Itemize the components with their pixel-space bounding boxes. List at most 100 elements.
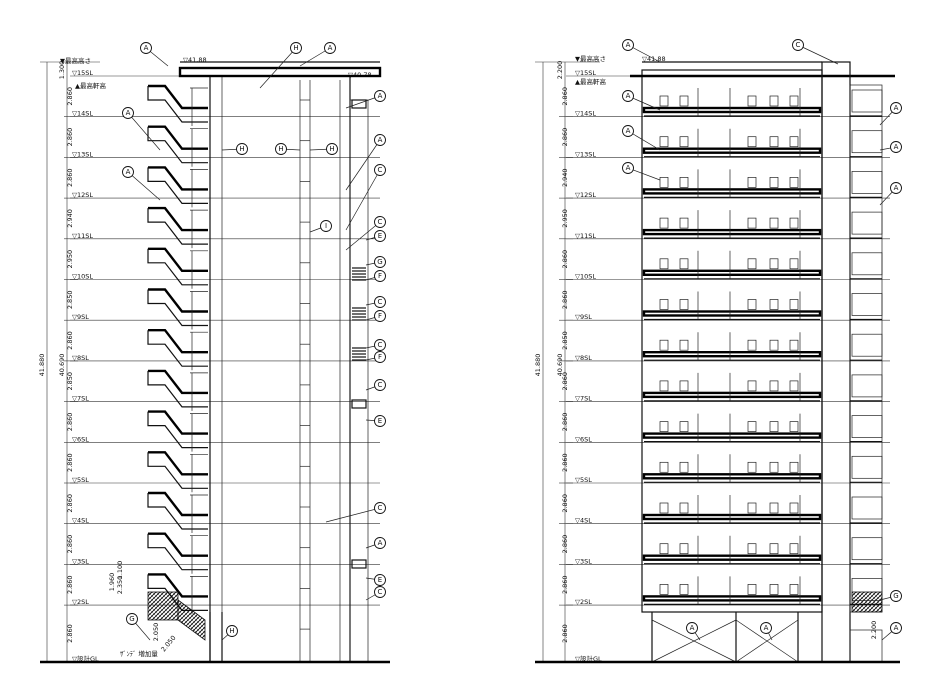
level-label: ▽15SL	[72, 69, 93, 77]
balcony-rail	[148, 84, 208, 110]
callout-tag: A	[299, 42, 336, 67]
left-stair-dim-5: 2.050	[159, 634, 177, 653]
floor-dim: 2.860	[561, 250, 569, 269]
callout-letter: A	[378, 539, 383, 547]
callout-letter: C	[378, 166, 383, 174]
callout-letter: C	[378, 588, 383, 596]
window	[789, 258, 799, 270]
level-label: ▽4SL	[72, 517, 89, 525]
callout-letter: A	[626, 127, 631, 135]
window	[659, 217, 669, 229]
window	[659, 502, 669, 514]
balcony-slab	[147, 208, 208, 245]
window	[659, 299, 669, 310]
callout-letter: A	[626, 164, 631, 172]
balcony-band	[642, 228, 822, 236]
level-label: ▽3SL	[575, 557, 592, 565]
left-stair-dim-4: 2.050	[152, 623, 160, 642]
vent-box	[351, 559, 367, 569]
callout-letter: F	[378, 312, 382, 320]
callout-leader	[797, 44, 839, 65]
core-opening	[851, 455, 883, 479]
callout-circle	[792, 39, 804, 51]
callout-circle	[226, 625, 238, 637]
window	[789, 584, 799, 595]
balcony-slab	[147, 86, 208, 123]
callout-circle	[275, 143, 287, 155]
window	[769, 95, 779, 107]
callout-letter: H	[293, 44, 298, 52]
core-opening	[851, 496, 883, 520]
left-total-dim-1: 41.880	[38, 354, 46, 377]
floor-dim: 2.850	[66, 372, 74, 391]
floor-dim: 2.860	[561, 87, 569, 106]
right-max-height-label: ▼最高高さ	[575, 54, 606, 63]
callout-tag: A	[881, 622, 902, 641]
window	[659, 95, 669, 107]
callout-tag: C	[365, 339, 386, 351]
window	[769, 461, 779, 473]
callout-circle	[374, 270, 386, 282]
window	[769, 339, 779, 351]
callout-letter: H	[329, 145, 334, 153]
window	[679, 421, 689, 432]
callout-tag: E	[365, 574, 386, 586]
callout-tag: A	[365, 537, 386, 549]
callout-circle	[890, 141, 902, 153]
left-stair-dim-3: 1.100	[116, 561, 124, 580]
level-label: ▽設計GL	[575, 654, 602, 663]
balcony-rail	[148, 410, 208, 435]
callout-circle	[374, 134, 386, 146]
callout-letter: C	[378, 341, 383, 349]
core-opening	[851, 89, 883, 113]
callout-circle	[890, 590, 902, 602]
callout-circle	[890, 622, 902, 634]
right-elevation: ▼最高高さ ▲最高軒高 ▽41.88 41.880 40.690 2.200 2…	[534, 39, 902, 664]
level-label: ▽8SL	[575, 354, 592, 362]
callout-tag: H	[259, 42, 302, 89]
callout-letter: G	[377, 258, 382, 266]
callout-letter: A	[626, 92, 631, 100]
callout-circle	[324, 42, 336, 54]
balcony-band	[642, 473, 822, 480]
callout-circle	[374, 90, 386, 102]
callout-letter: A	[144, 44, 149, 52]
window	[679, 584, 689, 595]
callout-circle	[122, 107, 134, 119]
callout-letter: C	[378, 504, 383, 512]
right-levels: ▽15SL▽14SL2.860▽13SL2.860▽12SL2.940▽11SL…	[559, 69, 890, 663]
core-opening	[851, 130, 883, 154]
callout-leader	[325, 507, 381, 523]
window	[769, 299, 779, 310]
right-total-dim-1: 41.880	[534, 354, 542, 377]
callout-circle	[126, 613, 138, 625]
balcony-rail	[148, 491, 208, 517]
window	[747, 299, 757, 310]
floor-dim: 2.860	[561, 624, 569, 643]
callout-letter: A	[764, 624, 769, 632]
left-total-dim-2: 40.690	[58, 354, 66, 377]
level-label: ▽15SL	[575, 69, 596, 77]
window	[679, 543, 689, 555]
level-label: ▽14SL	[575, 110, 596, 118]
left-elevation: ▼最高高さ ▲最高軒高 ▽41.88 ▽40.78 41.880 40.690 …	[38, 42, 390, 664]
balcony-band	[642, 106, 822, 114]
balcony-slab	[147, 533, 208, 571]
window	[679, 95, 689, 107]
window	[789, 339, 799, 351]
level-label: ▽11SL	[72, 232, 93, 240]
window	[747, 461, 757, 473]
balcony-band	[642, 432, 822, 439]
left-hatched-stair	[147, 591, 179, 621]
callout-letter: C	[378, 218, 383, 226]
core-opening	[851, 537, 883, 561]
callout-letter: A	[126, 109, 131, 117]
callout-tag: C	[365, 379, 386, 391]
callout-letter: F	[378, 353, 382, 361]
floor-dim: 2.860	[66, 128, 74, 147]
level-label: ▽2SL	[575, 598, 592, 606]
core-opening	[851, 171, 883, 194]
callout-leader	[345, 95, 381, 109]
left-vents	[351, 99, 367, 569]
